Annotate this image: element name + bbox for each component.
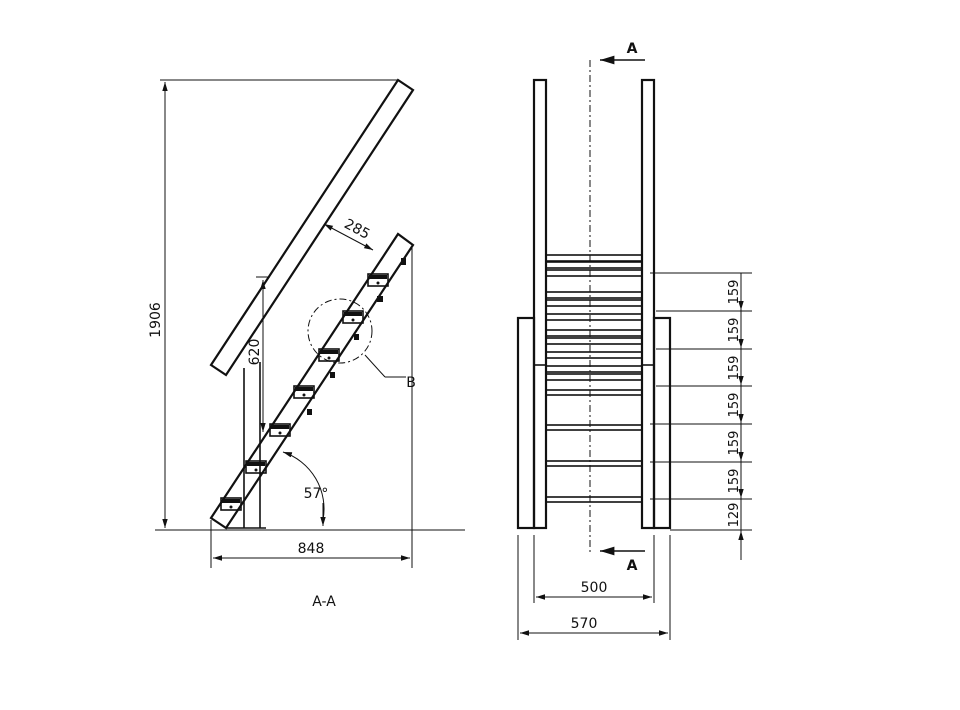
left-rail — [532, 78, 548, 530]
view-caption: A-A — [312, 594, 336, 610]
rail-post-dimension: 620 — [247, 276, 270, 432]
tread-bracket — [220, 497, 242, 511]
right-rail — [640, 78, 656, 530]
stringer — [209, 232, 415, 530]
treads-side — [220, 258, 406, 511]
tread-bracket — [318, 348, 340, 362]
rail-offset-label: 285 — [341, 216, 372, 243]
step-spacing-label: 159 — [727, 280, 742, 305]
section-marker-top: A — [600, 41, 645, 65]
tread-bracket — [342, 310, 364, 324]
detail-label: B — [406, 375, 416, 391]
step-spacing-label: 159 — [727, 469, 742, 494]
tread-bracket — [367, 273, 389, 287]
width-dimension: 848 — [210, 520, 410, 568]
outer-width-label: 570 — [571, 616, 598, 632]
angle-label: 57° — [304, 486, 329, 502]
height-dim-label: 1906 — [148, 302, 164, 338]
outer-width-dimension: 570 — [517, 535, 671, 640]
steps-front — [545, 254, 643, 503]
inner-width-label: 500 — [581, 580, 608, 596]
rail-post-label: 620 — [247, 339, 263, 366]
rail-offset-dimension: 285 — [323, 216, 374, 251]
tread-bracket — [245, 460, 267, 474]
height-dimension: 1906 — [148, 79, 398, 528]
step-spacing-label: 159 — [727, 431, 742, 456]
inner-width-dimension: 500 — [533, 535, 655, 603]
detail-b-marker: B — [307, 298, 416, 391]
step-spacing-dimensions: 159 159 159 159 159 159 129 — [650, 272, 752, 560]
step-spacing-label: 159 — [727, 393, 742, 418]
handrail — [209, 78, 415, 377]
front-view: A A 159 159 159 159 — [516, 41, 752, 640]
tread-bracket — [269, 423, 291, 437]
step-spacing-label: 159 — [727, 318, 742, 343]
tread-bracket — [293, 385, 315, 399]
angle-dimension: 57° — [282, 451, 329, 526]
step-spacing-label: 129 — [727, 503, 742, 528]
step-spacing-label: 159 — [727, 356, 742, 381]
section-label-bottom: A — [627, 558, 638, 574]
right-stringer — [652, 316, 672, 530]
section-marker-bottom: A — [600, 546, 645, 574]
left-stringer — [516, 316, 536, 530]
width-dim-label: 848 — [298, 541, 325, 557]
side-view: 1906 848 285 620 57° — [148, 78, 465, 610]
section-label-top: A — [627, 41, 638, 57]
